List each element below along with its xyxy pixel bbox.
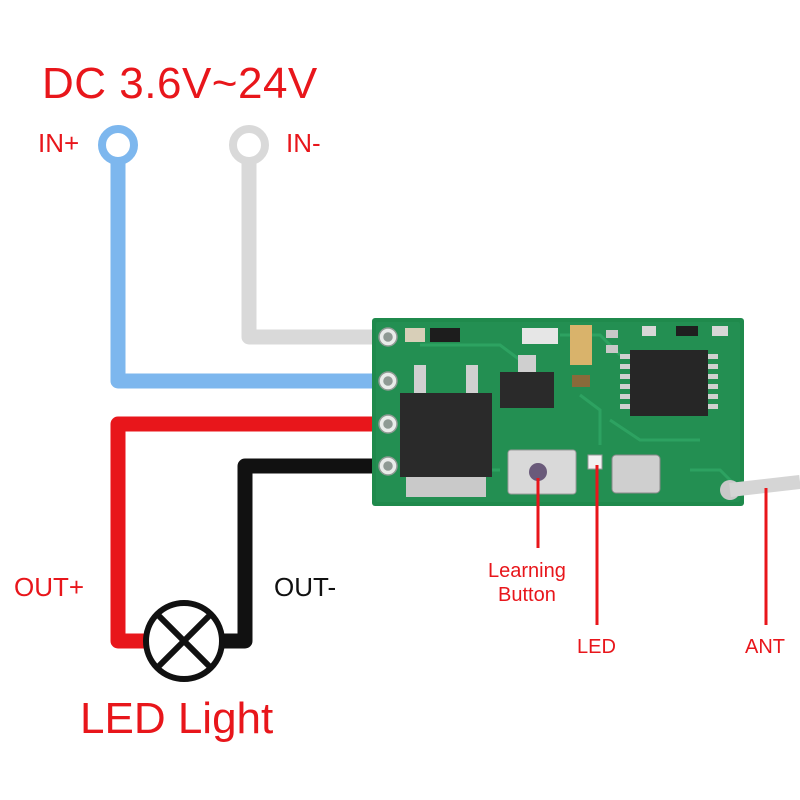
label-learning-line2: Button [498, 584, 556, 606]
callouts [536, 465, 768, 625]
terminal-in-minus [229, 125, 269, 165]
wire-out-minus [220, 458, 392, 649]
wire-in-plus [110, 160, 392, 389]
wire-out-plus [110, 416, 392, 649]
lamp-symbol [143, 600, 225, 682]
label-learning-line1: Learning [488, 560, 566, 582]
label-in-plus: IN+ [38, 128, 80, 158]
terminal-in-plus [98, 125, 138, 165]
voltage-title: DC 3.6V~24V [42, 59, 318, 108]
wire-in-minus [241, 160, 392, 345]
label-out-plus: OUT+ [14, 572, 85, 602]
label-ant: ANT [745, 636, 785, 658]
antenna-wire [729, 475, 800, 497]
wires [110, 160, 392, 649]
pcb-board [372, 318, 744, 506]
label-out-minus: OUT- [274, 572, 337, 602]
label-led-light: LED Light [80, 694, 274, 743]
label-in-minus: IN- [286, 128, 321, 158]
label-led: LED [577, 636, 616, 658]
label-learning-button: Learning Button [488, 559, 566, 607]
